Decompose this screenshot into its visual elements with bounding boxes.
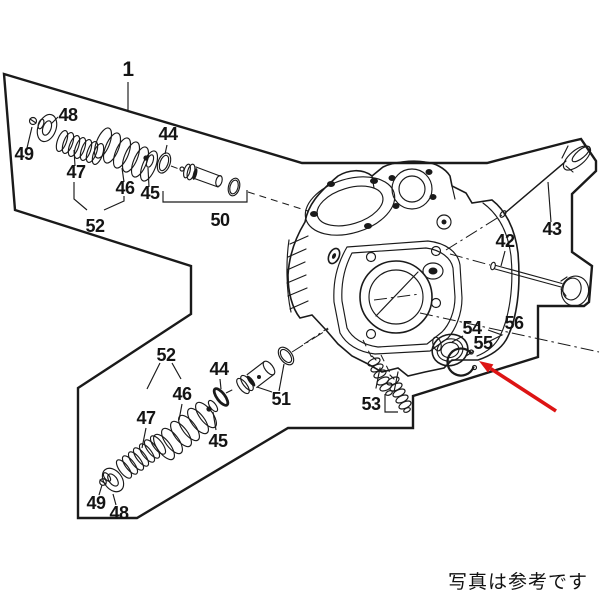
stud-1-axis-dash — [362, 339, 373, 359]
part-label-47-bottom: 47 — [136, 408, 156, 428]
part-label-42: 42 — [495, 231, 515, 251]
valve-spring-assembly-bottom — [99, 387, 230, 493]
leader-lines — [26, 82, 552, 506]
part-label-44-top: 44 — [158, 124, 178, 144]
part-label-50: 50 — [210, 210, 230, 230]
part-label-45-top: 45 — [140, 183, 160, 203]
part-label-1: 1 — [122, 58, 134, 81]
part-label-53: 53 — [361, 394, 381, 414]
part-label-51: 51 — [271, 389, 291, 409]
part-label-56: 56 — [504, 313, 524, 333]
top-assembly-dash — [170, 165, 180, 170]
part-label-52-bottom: 52 — [156, 345, 176, 365]
stud-2-axis-dash — [380, 354, 393, 378]
red-pointer-arrow — [479, 361, 557, 413]
part-label-47-top: 47 — [66, 162, 86, 182]
valve-guide-51 — [236, 327, 329, 395]
part-label-43: 43 — [542, 219, 562, 239]
tappet-50-axis-dashes — [247, 191, 309, 212]
reference-note: 写真は参考です — [447, 572, 588, 593]
part-label-49-bottom: 49 — [86, 493, 106, 513]
valve-43-centerline — [445, 214, 503, 251]
tappet-cover-centerline — [419, 312, 600, 353]
part-label-54: 54 — [462, 318, 482, 338]
valve-spring-assembly-top — [28, 113, 172, 182]
diagram-border-outline — [2, 72, 598, 520]
part-label-45-bottom: 45 — [208, 431, 228, 451]
tappet-adjuster-50 — [179, 163, 241, 197]
valve-42-centerline — [449, 253, 491, 266]
part-label-49-top: 49 — [14, 144, 34, 164]
part-label-48-bottom: 48 — [109, 503, 129, 523]
stud-springs-53 — [367, 355, 412, 413]
part-label-44-bottom: 44 — [209, 359, 229, 379]
intake-valve-43 — [499, 145, 592, 218]
part-labels: 1 48 49 47 46 45 44 52 50 43 42 53 54 55… — [14, 58, 562, 523]
part-label-48-top: 48 — [58, 105, 78, 125]
seal-to-guide-dash — [225, 387, 237, 394]
part-label-52-top: 52 — [85, 216, 105, 236]
part-label-55: 55 — [473, 333, 493, 353]
part-label-46-bottom: 46 — [172, 384, 192, 404]
exhaust-valve-42 — [490, 261, 590, 307]
tappet-cover-54 — [431, 333, 469, 367]
part-label-46-top: 46 — [115, 178, 135, 198]
cylinder-head-drawing — [286, 160, 520, 393]
bottom-assembly-centerline — [291, 327, 331, 353]
